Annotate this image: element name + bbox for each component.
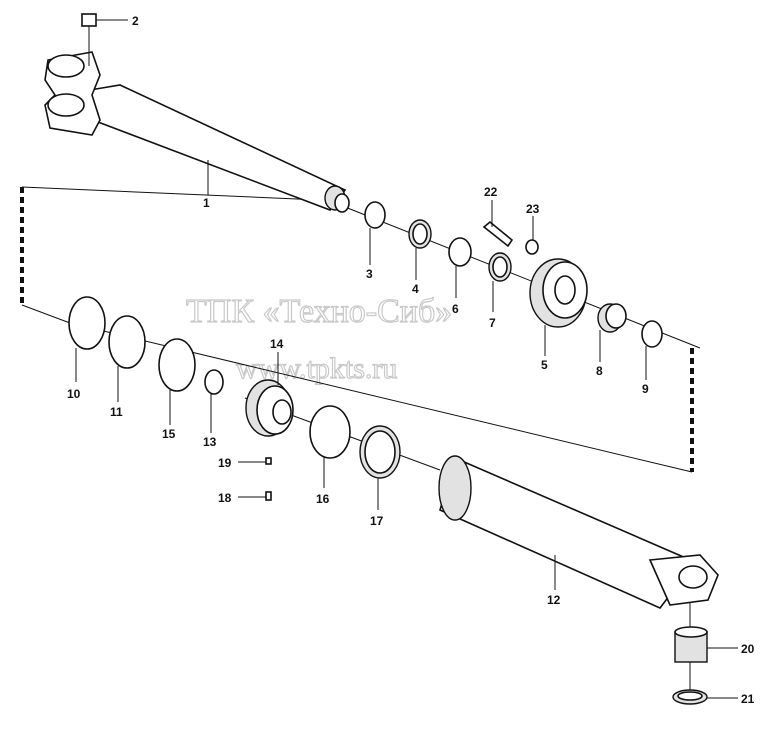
- washer[interactable]: [525, 239, 539, 255]
- label-8: 8: [596, 364, 603, 378]
- piston-rod[interactable]: [44, 51, 350, 213]
- label-17: 17: [370, 514, 384, 528]
- ring-9[interactable]: [641, 320, 663, 348]
- ring-6: [448, 237, 472, 267]
- part-labels: 2 1 3 4 6 7 5 8 9 10 11 15 13 14 19 18 1…: [67, 14, 755, 706]
- part-18: [265, 491, 272, 501]
- rod-rings[interactable]: [364, 201, 512, 282]
- label-3: 3: [366, 267, 373, 281]
- ring-15: [158, 338, 196, 392]
- label-1: 1: [203, 196, 210, 210]
- label-10: 10: [67, 387, 81, 401]
- cylinder-head[interactable]: [529, 258, 588, 328]
- bushing[interactable]: [597, 303, 627, 333]
- ring-13: [204, 369, 224, 395]
- label-5: 5: [541, 358, 548, 372]
- ring-3: [364, 201, 386, 229]
- label-23: 23: [526, 202, 540, 216]
- piston-rings[interactable]: [68, 296, 224, 395]
- eye-ring[interactable]: [672, 689, 708, 705]
- ring-11: [108, 315, 146, 369]
- label-4: 4: [412, 282, 419, 296]
- label-12: 12: [547, 593, 561, 607]
- label-14: 14: [270, 337, 284, 351]
- watermark-url: www.tpkts.ru: [236, 352, 397, 385]
- label-16: 16: [316, 492, 330, 506]
- piston-seals[interactable]: [309, 405, 401, 479]
- leader-lines: [75, 19, 738, 699]
- bolt[interactable]: [482, 220, 514, 248]
- part-19: [265, 457, 272, 465]
- label-22: 22: [484, 185, 498, 199]
- label-9: 9: [642, 382, 649, 396]
- label-7: 7: [489, 316, 496, 330]
- label-20: 20: [741, 642, 755, 656]
- label-21: 21: [741, 692, 755, 706]
- label-2: 2: [132, 14, 139, 28]
- label-6: 6: [452, 302, 459, 316]
- cylinder-tube[interactable]: [438, 455, 719, 609]
- grease-nipple[interactable]: [81, 13, 97, 66]
- subassembly-bracket: [20, 186, 694, 472]
- ring-10: [68, 296, 106, 350]
- label-18: 18: [218, 491, 232, 505]
- watermark-company: ТПК «Техно-Сиб»: [186, 293, 452, 330]
- watermark: ТПК «Техно-Сиб» www.tpkts.ru: [185, 292, 453, 385]
- eye-bushing[interactable]: [674, 626, 708, 663]
- piston[interactable]: [245, 379, 294, 437]
- seal-16: [309, 405, 351, 459]
- label-15: 15: [162, 427, 176, 441]
- label-13: 13: [203, 435, 217, 449]
- label-11: 11: [110, 405, 123, 419]
- small-parts[interactable]: [265, 457, 272, 501]
- label-19: 19: [218, 456, 232, 470]
